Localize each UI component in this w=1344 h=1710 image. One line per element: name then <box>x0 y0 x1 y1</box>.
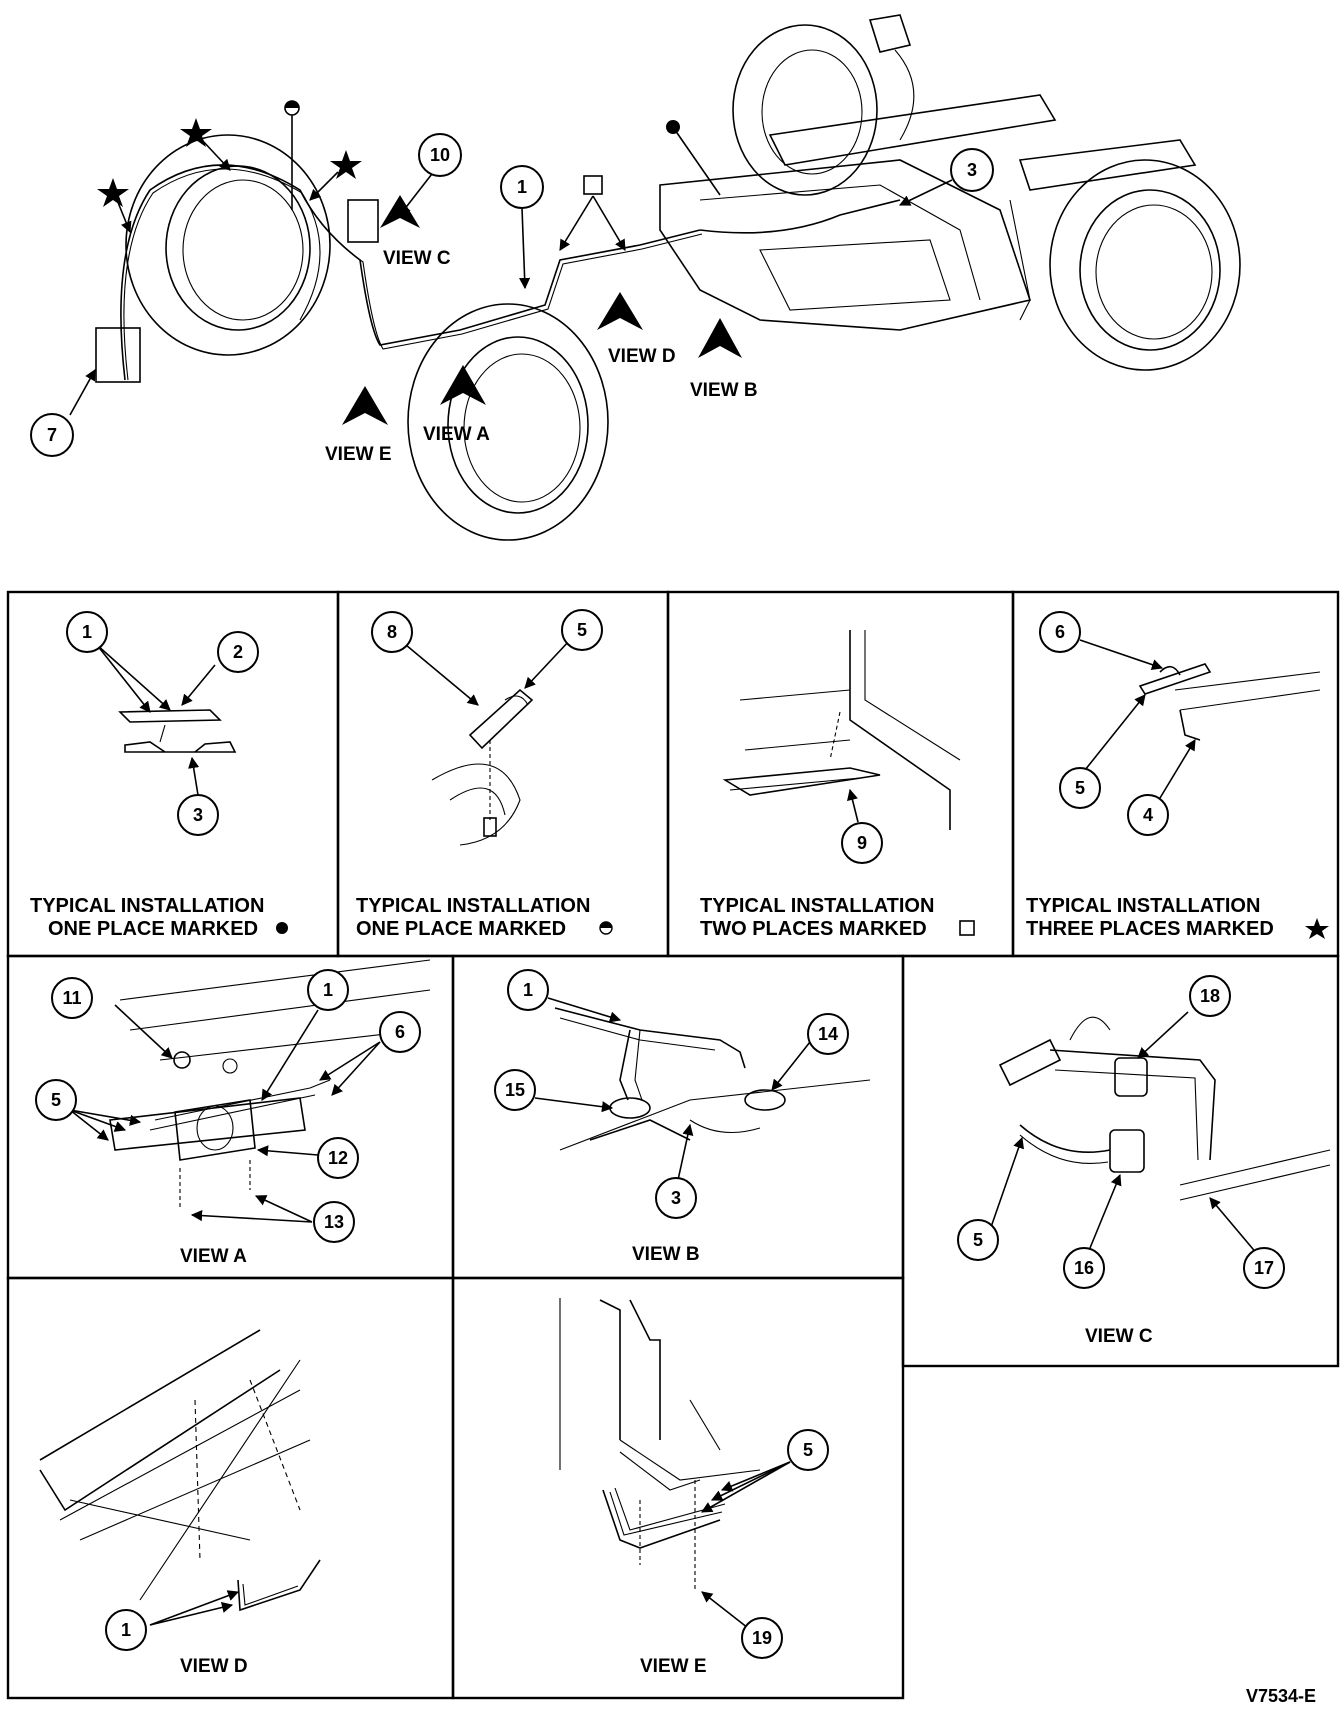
star-markers <box>97 118 362 234</box>
view-b-label: VIEW B <box>690 380 758 401</box>
callout-7 <box>30 413 74 457</box>
view-e-label: VIEW E <box>325 444 392 465</box>
callout-text: 18 <box>1200 986 1220 1006</box>
brake-line-routing <box>95 100 901 383</box>
callout-text: 13 <box>324 1212 344 1232</box>
star-icon <box>180 118 212 147</box>
callout-text: 17 <box>1254 1258 1274 1278</box>
view-e-arrow-icon <box>342 386 388 425</box>
callout-text: 3 <box>193 805 203 825</box>
callout-text: 1 <box>82 622 92 642</box>
callout-10 <box>418 133 462 177</box>
legend-caption-line1: TYPICAL INSTALLATION <box>356 895 590 917</box>
overview-callouts: 10 1 3 7 <box>30 133 994 457</box>
square-marker-icon <box>583 175 603 195</box>
view-c-label: VIEW C <box>383 248 451 269</box>
callout-text: 3 <box>671 1188 681 1208</box>
callout-text: 9 <box>857 833 867 853</box>
legend-panel-square: 9 TYPICAL INSTALLATION TWO PLACES MARKED <box>700 630 975 940</box>
callout-text: 16 <box>1074 1258 1094 1278</box>
callout-text: 5 <box>1075 778 1085 798</box>
view-e-title: VIEW E <box>640 1656 707 1677</box>
callout-text: 5 <box>577 620 587 640</box>
legend-caption-line2: THREE PLACES MARKED <box>1026 918 1274 940</box>
view-d-label: VIEW D <box>608 346 676 367</box>
filled-circle-icon <box>276 922 288 934</box>
callout-text: 8 <box>387 622 397 642</box>
view-b-title: VIEW B <box>632 1244 700 1265</box>
legend-caption-line1: TYPICAL INSTALLATION <box>700 895 934 917</box>
callout-text: 19 <box>752 1628 772 1648</box>
callout-text: 1 <box>523 980 533 1000</box>
callout-text: 5 <box>973 1230 983 1250</box>
callout-text: 5 <box>803 1440 813 1460</box>
star-icon <box>330 150 362 179</box>
view-a-arrow-icon <box>440 365 486 405</box>
rear-right-tire <box>732 24 878 196</box>
callout-text: 5 <box>51 1090 61 1110</box>
star-icon <box>1305 918 1329 939</box>
callout-text: 12 <box>328 1148 348 1168</box>
legend-panel-filled-circle: 1 2 3 TYPICAL INSTALLATION ONE PLACE MAR… <box>30 611 288 940</box>
callout-text: 4 <box>1143 805 1153 825</box>
overview-illustration <box>69 14 1241 541</box>
legend-caption-line2: ONE PLACE MARKED <box>356 918 566 940</box>
view-a-panel: 11 1 6 5 12 13 VIEW A <box>35 959 431 1267</box>
overview-view-labels: VIEW C VIEW D VIEW B VIEW E VIEW A <box>325 248 758 465</box>
callout-text: 1 <box>323 980 333 1000</box>
callout-text: 15 <box>505 1080 525 1100</box>
filled-circle-marker-icon <box>666 120 680 134</box>
view-b-panel: 1 14 15 3 VIEW B <box>494 969 871 1265</box>
square-icon <box>959 920 975 936</box>
half-circle-icon <box>599 921 613 935</box>
front-left-tire <box>407 303 609 541</box>
legend-caption-line2: TWO PLACES MARKED <box>700 918 927 940</box>
callout-text: 6 <box>1055 622 1065 642</box>
view-panel-borders <box>6 954 1340 1700</box>
callout-3 <box>950 148 994 192</box>
view-e-panel: 5 19 VIEW E <box>559 1298 829 1677</box>
figure-id: V7534-E <box>1246 1686 1316 1706</box>
callout-text: 14 <box>818 1024 838 1044</box>
view-d-title: VIEW D <box>180 1656 248 1677</box>
legend-caption-line2: ONE PLACE MARKED <box>48 918 258 940</box>
view-d-panel: 1 VIEW D <box>39 1329 321 1677</box>
callout-text: 7 <box>47 425 57 445</box>
front-right-tire <box>1049 159 1241 371</box>
view-a-label: VIEW A <box>423 424 490 445</box>
legend-panel-half-circle: 8 5 TYPICAL INSTALLATION ONE PLACE MARKE… <box>356 609 613 940</box>
callout-text: 1 <box>121 1620 131 1640</box>
callout-1 <box>500 165 544 209</box>
view-d-arrow-icon <box>597 292 643 330</box>
junction-block <box>95 327 141 383</box>
view-b-arrow-icon <box>698 318 742 358</box>
view-c-panel: 18 5 16 17 VIEW C <box>957 975 1331 1347</box>
legend-caption-line1: TYPICAL INSTALLATION <box>1026 895 1260 917</box>
legend-panel-star: 6 5 4 TYPICAL INSTALLATION THREE PLACES … <box>1026 611 1329 940</box>
star-icon <box>97 178 129 207</box>
view-a-title: VIEW A <box>180 1246 247 1267</box>
legend-caption-line1: TYPICAL INSTALLATION <box>30 895 264 917</box>
callout-text: 6 <box>395 1022 405 1042</box>
view-c-title: VIEW C <box>1085 1326 1153 1347</box>
callout-text: 11 <box>62 988 81 1008</box>
callout-text: 2 <box>233 642 243 662</box>
callout-text: 1 <box>517 177 527 197</box>
view-c-arrow-icon <box>380 195 420 228</box>
callout-text: 3 <box>967 160 977 180</box>
callout-text: 10 <box>430 145 450 165</box>
vehicle-frame <box>659 14 1197 331</box>
